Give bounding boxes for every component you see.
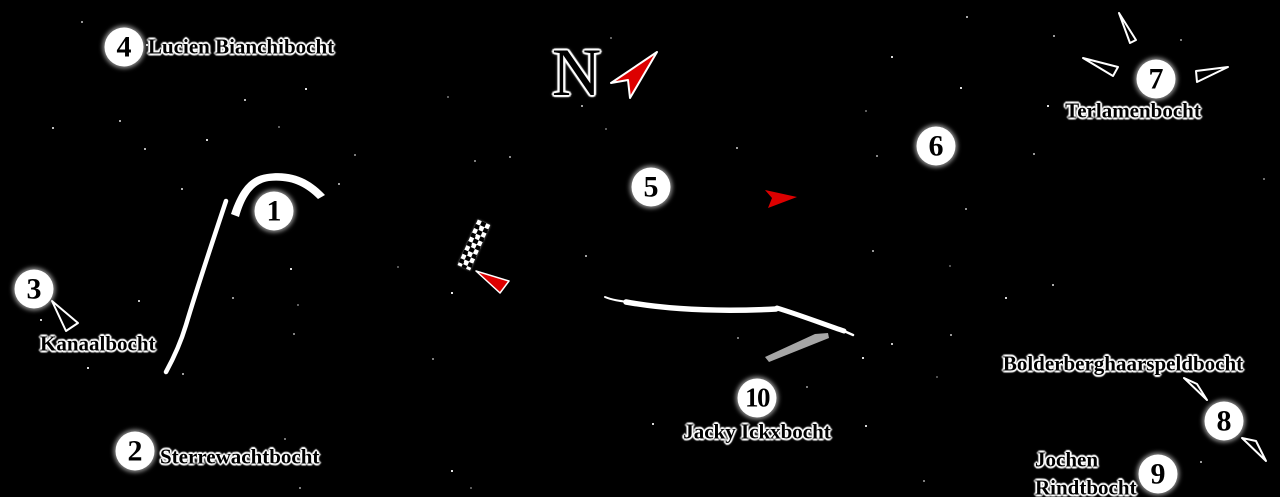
turn7-edge-mark-left [1082,57,1119,77]
start-direction-arrow-icon [475,270,510,294]
background-speck [950,334,952,336]
back-straight-edge [623,299,779,313]
background-speck [278,126,280,128]
start-straight-edge [163,198,229,375]
background-speck [652,423,654,425]
background-speck [862,357,864,359]
background-speck [1033,153,1035,155]
corner-marker-1: 1 [254,191,294,231]
turn8-edge-mark-top [1183,377,1208,401]
background-speck [146,44,148,46]
background-speck [605,128,607,130]
corner-marker-10: 10 [737,378,777,418]
background-speck [966,16,968,18]
corner-label-bolderberghaarspeldbocht: Bolderberghaarspeldbocht [1002,351,1244,376]
turn3-edge-mark [51,300,79,332]
background-speck [610,37,612,39]
background-speck [949,265,951,267]
background-speck [284,438,286,440]
background-speck [297,304,299,306]
background-speck [40,319,42,321]
background-speck [806,386,808,388]
corner-label-sterrewachtbocht: Sterrewachtbocht [160,444,320,469]
background-speck [299,487,301,489]
background-speck [144,148,146,150]
background-speck [474,160,476,162]
background-speck [354,154,356,156]
corner-marker-5: 5 [631,167,671,207]
background-speck [891,56,893,58]
background-speck [305,88,307,90]
background-speck [397,266,399,268]
background-speck [182,373,184,375]
corner-label-jochen-rindtbocht-line1: Jochen [1035,447,1098,472]
north-arrow-icon [610,51,658,99]
corner-marker-9: 9 [1138,454,1178,494]
compass-north-label: N [552,34,602,110]
turn7-edge-mark-right [1195,66,1229,83]
background-speck [447,96,449,98]
corner-marker-2: 2 [115,431,155,471]
background-speck [244,99,246,101]
background-speck [1200,461,1202,463]
background-speck [865,425,867,427]
background-speck [451,292,453,294]
corner-marker-8: 8 [1204,401,1244,441]
background-speck [432,358,434,360]
corner-label-kanaalbocht: Kanaalbocht [40,331,156,356]
turn8-edge-mark-bottom [1241,437,1267,462]
corner-marker-7: 7 [1136,59,1176,99]
background-speck [1053,35,1055,37]
background-speck [509,156,511,158]
background-speck [1052,284,1054,286]
background-speck [138,300,140,302]
turn1-outer-edge [231,173,325,217]
background-speck [872,250,874,252]
corner-marker-4: 4 [104,27,144,67]
background-speck [52,127,54,129]
background-speck [1263,178,1265,180]
background-speck [865,110,867,112]
background-speck [290,268,292,270]
background-speck [923,480,925,482]
straight-direction-arrow-icon [765,190,797,208]
background-speck [119,120,121,122]
background-speck [470,487,472,489]
background-speck [206,139,208,141]
corner-label-lucien-bianchibocht: Lucien Bianchibocht [148,34,335,59]
chicane-edge [774,305,847,334]
background-speck [581,105,583,107]
corner-marker-6: 6 [916,126,956,166]
corner-label-terlamenbocht: Terlamenbocht [1065,98,1201,123]
corner-label-jacky-ickxbocht: Jacky Ickxbocht [683,419,831,444]
background-speck [960,87,962,89]
background-speck [338,183,340,185]
turn7-edge-mark-top [1118,12,1137,44]
background-speck [737,337,739,339]
background-speck [81,21,83,23]
background-speck [736,147,738,149]
background-speck [1047,105,1049,107]
pit-area [765,333,829,362]
background-speck [451,470,453,472]
background-speck [876,155,878,157]
chicane-edge-taper [842,329,855,337]
background-speck [891,343,893,345]
background-speck [585,255,587,257]
background-speck [87,367,89,369]
corner-marker-3: 3 [14,269,54,309]
background-speck [181,188,183,190]
background-speck [1005,297,1007,299]
background-speck [965,208,967,210]
background-speck [1180,39,1182,41]
background-speck [232,297,234,299]
corner-label-jochen-rindtbocht-line2: Rindtbocht [1035,475,1137,497]
background-speck [936,376,938,378]
background-speck [293,333,295,335]
